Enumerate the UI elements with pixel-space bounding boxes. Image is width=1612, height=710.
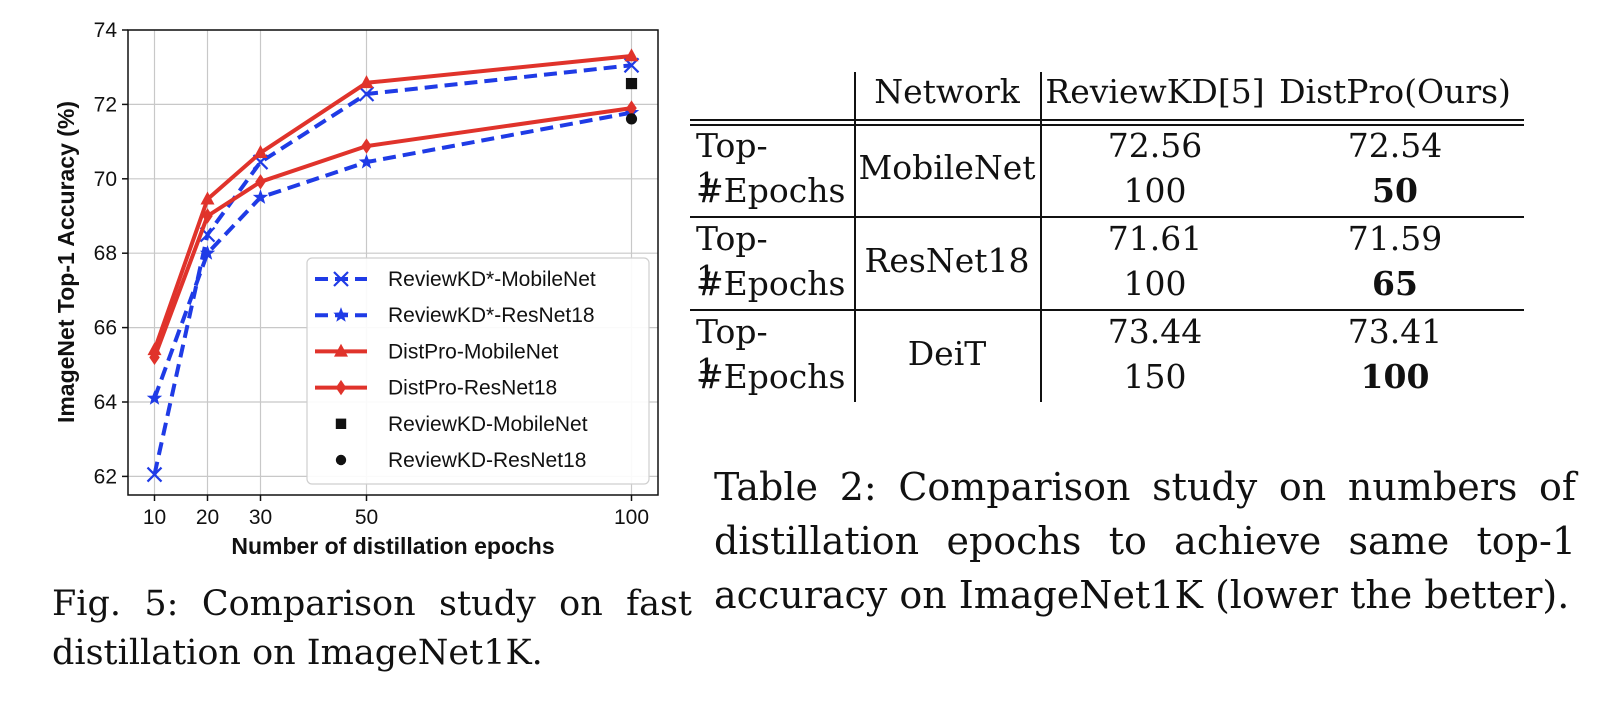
data-point <box>146 390 163 405</box>
table-cell-reviewkd: 72.56 <box>1107 126 1203 165</box>
x-tick-label: 100 <box>614 506 649 529</box>
legend-marker <box>335 454 347 466</box>
data-point <box>359 75 374 89</box>
x-tick-label: 20 <box>196 506 219 529</box>
x-tick-label: 10 <box>143 506 166 529</box>
data-point <box>626 100 637 116</box>
legend-label: DistPro-MobileNet <box>388 340 559 363</box>
marker-stroke <box>146 466 163 483</box>
table-metric: #Epochs <box>696 357 846 396</box>
table-cell-reviewkd: 150 <box>1123 357 1187 396</box>
data-point <box>361 138 372 154</box>
table-header-network: Network <box>874 72 1020 111</box>
table-caption: Table 2: Comparison study on numbers of … <box>714 465 1576 617</box>
chart-legend: ReviewKD*-MobileNetReviewKD*-ResNet18Dis… <box>306 257 650 485</box>
legend-label: ReviewKD-MobileNet <box>388 413 588 436</box>
y-tick-label: 70 <box>94 168 117 191</box>
legend-entry: ReviewKD-MobileNet <box>335 413 588 436</box>
table-metric: #Epochs <box>696 264 846 303</box>
table-header-rule-bottom <box>690 124 1524 126</box>
figure-caption: Fig. 5: Comparison study on fast distill… <box>52 584 692 673</box>
y-tick-label: 66 <box>94 317 117 340</box>
legend-marker <box>333 271 349 287</box>
legend-entry: DistPro-MobileNet <box>315 340 559 363</box>
data-point <box>255 174 266 190</box>
table-metric: Top-1 <box>696 312 768 390</box>
legend-marker <box>335 379 347 396</box>
legend-entry: ReviewKD-ResNet18 <box>335 449 586 472</box>
table-cell-distpro-best: 50 <box>1372 171 1418 210</box>
x-tick-label: 50 <box>355 506 378 529</box>
table-vline-1 <box>854 72 856 402</box>
table-network-cell: ResNet18 <box>864 241 1030 280</box>
x-axis-label: Number of distillation epochs <box>231 533 554 559</box>
table-group-rule-2 <box>690 309 1524 311</box>
data-point <box>252 189 269 204</box>
table-network-cell: DeiT <box>907 334 987 373</box>
legend-marker <box>335 418 347 429</box>
table-metric: #Epochs <box>696 171 846 210</box>
data-point <box>358 154 375 169</box>
legend-marker <box>333 307 349 322</box>
legend-entry: ReviewKD*-ResNet18 <box>315 304 595 327</box>
table-metric: Top-1 <box>696 219 768 297</box>
table-network-cell: MobileNet <box>858 148 1036 187</box>
table-cell-reviewkd: 71.61 <box>1107 219 1203 258</box>
marker-stroke <box>199 226 216 243</box>
y-tick-label: 64 <box>94 391 118 414</box>
plot-frame <box>127 29 659 496</box>
table-header-reviewkd: ReviewKD[5] <box>1045 72 1265 111</box>
marker-stroke <box>333 271 349 287</box>
data-point <box>624 48 639 62</box>
data-point <box>625 77 638 90</box>
table-cell-reviewkd: 100 <box>1123 264 1187 303</box>
table-metric: Top-1 <box>696 126 768 204</box>
legend-label: DistPro-ResNet18 <box>388 377 557 400</box>
data-point <box>625 113 638 125</box>
table-cell-distpro: 73.41 <box>1347 312 1443 351</box>
axis-ticks: 10 20 30 50 100 62 64 66 68 70 72 74 <box>94 19 649 529</box>
table-group-rule-1 <box>690 216 1524 218</box>
y-tick-label: 62 <box>94 465 117 488</box>
data-point <box>149 349 160 366</box>
y-tick-label: 72 <box>94 93 117 116</box>
y-axis-label: ImageNet Top-1 Accuracy (%) <box>53 101 79 423</box>
table-cell-distpro-best: 65 <box>1372 264 1418 303</box>
table-header-distpro: DistPro(Ours) <box>1279 72 1511 111</box>
legend-entry: ReviewKD*-MobileNet <box>315 268 596 291</box>
series-line <box>152 63 632 475</box>
legend-box <box>306 257 650 485</box>
y-tick-label: 74 <box>94 19 118 42</box>
chart-series <box>146 48 640 483</box>
data-point <box>199 245 216 260</box>
legend-label: ReviewKD*-ResNet18 <box>388 304 595 327</box>
table-vline-2 <box>1040 72 1042 402</box>
table-cell-reviewkd: 100 <box>1123 171 1187 210</box>
table-cell-reviewkd: 73.44 <box>1107 312 1203 351</box>
legend-marker <box>334 343 348 357</box>
table-cell-distpro: 71.59 <box>1347 219 1443 258</box>
legend-entry: DistPro-ResNet18 <box>315 377 557 400</box>
data-point <box>253 145 268 159</box>
data-point <box>202 208 213 224</box>
table-cell-distpro-best: 100 <box>1360 357 1430 396</box>
table-header-rule-top <box>690 119 1524 121</box>
legend-label: ReviewKD*-MobileNet <box>388 268 596 291</box>
data-point <box>146 466 163 483</box>
accuracy-vs-epochs-chart: 10 20 30 50 100 62 64 66 68 70 72 74 ReviewKD*-Mobi… <box>53 19 659 559</box>
y-tick-label: 68 <box>94 242 117 265</box>
data-point <box>358 86 375 102</box>
x-tick-label: 30 <box>249 506 272 529</box>
legend-label: ReviewKD-ResNet18 <box>388 449 586 472</box>
marker-stroke <box>358 86 375 102</box>
data-point <box>200 191 215 205</box>
table-cell-distpro: 72.54 <box>1347 126 1443 165</box>
